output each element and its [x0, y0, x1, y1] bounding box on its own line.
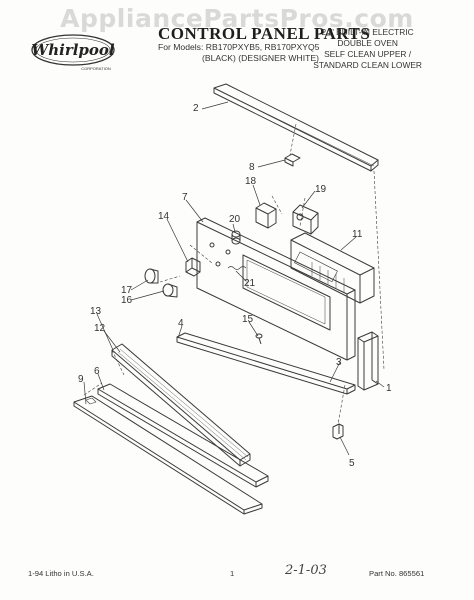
model-info: For Models: RB170PXYB5, RB170PXYQ5 (BLAC… — [158, 42, 319, 64]
callout-21: 21 — [244, 278, 256, 289]
part-4-trim-bar — [176, 332, 356, 395]
callout-11: 11 — [352, 229, 363, 240]
part-17-knob — [144, 268, 159, 284]
callout-15: 15 — [242, 314, 254, 325]
callout-14: 14 — [158, 211, 170, 222]
brand-name: Whirlpool — [31, 41, 115, 59]
part-20-knob — [231, 230, 241, 245]
product-line-4: STANDARD CLEAN LOWER — [313, 60, 422, 70]
callout-20: 20 — [229, 214, 241, 225]
callout-1: 1 — [386, 383, 392, 394]
callout-9: 9 — [78, 374, 84, 385]
part-12-grille — [111, 343, 251, 467]
callout-18: 18 — [245, 176, 257, 187]
product-line-2: DOUBLE OVEN — [337, 38, 398, 48]
product-line-3: SELF CLEAN UPPER / — [324, 49, 412, 59]
callout-2: 2 — [193, 103, 199, 114]
part-21-spring — [227, 266, 247, 270]
callout-17: 17 — [121, 285, 133, 296]
part-number: Part No. 865561 — [369, 569, 425, 578]
part-14-button — [185, 257, 201, 277]
page-number: 1 — [230, 569, 235, 578]
callout-7: 7 — [182, 192, 188, 203]
part-19-switch — [292, 204, 319, 235]
part-8-clip — [284, 153, 301, 167]
whirlpool-logo: Whirlpool CORPORATION — [31, 34, 115, 71]
colors-line: (BLACK) (DESIGNER WHITE) — [202, 53, 319, 63]
callout-8: 8 — [249, 162, 255, 173]
callout-4: 4 — [178, 318, 184, 329]
callout-19: 19 — [315, 184, 327, 195]
callout-3: 3 — [336, 357, 342, 368]
callout-6: 6 — [94, 366, 100, 377]
models-line: For Models: RB170PXYB5, RB170PXYQ5 — [158, 42, 320, 52]
callout-16: 16 — [121, 295, 133, 306]
brand-tagline: CORPORATION — [81, 66, 111, 71]
part-16-knob — [162, 283, 178, 298]
part-11-electronic-control — [290, 232, 375, 304]
part-7-control-panel — [196, 217, 356, 361]
part-6-lower-trim — [97, 383, 269, 488]
part-5-clip — [332, 423, 344, 440]
handwritten-note: 2-1-03 — [285, 563, 327, 578]
callout-12: 12 — [94, 323, 106, 334]
callout-labels: 1 2 3 4 5 6 7 8 9 11 12 13 14 15 16 17 1… — [78, 103, 392, 469]
part-18-switch — [255, 202, 277, 229]
guide-lines — [83, 123, 385, 425]
part-15-screw — [255, 333, 263, 345]
product-description: 24" BUILT-IN ELECTRIC DOUBLE OVEN SELF C… — [313, 27, 422, 71]
watermark: AppliancePartsPros.com — [60, 4, 414, 33]
print-info: 1-94 Litho in U.S.A. — [28, 569, 94, 578]
page-title: CONTROL PANEL PARTS — [158, 24, 371, 43]
part-2-top-trim — [213, 83, 379, 172]
callout-5: 5 — [349, 458, 355, 469]
leader-lines — [83, 101, 385, 456]
product-line-1: 24" BUILT-IN ELECTRIC — [321, 27, 414, 37]
callout-13: 13 — [90, 306, 102, 317]
part-9-lower-panel — [73, 395, 263, 515]
part-1-side-bracket — [357, 331, 379, 391]
